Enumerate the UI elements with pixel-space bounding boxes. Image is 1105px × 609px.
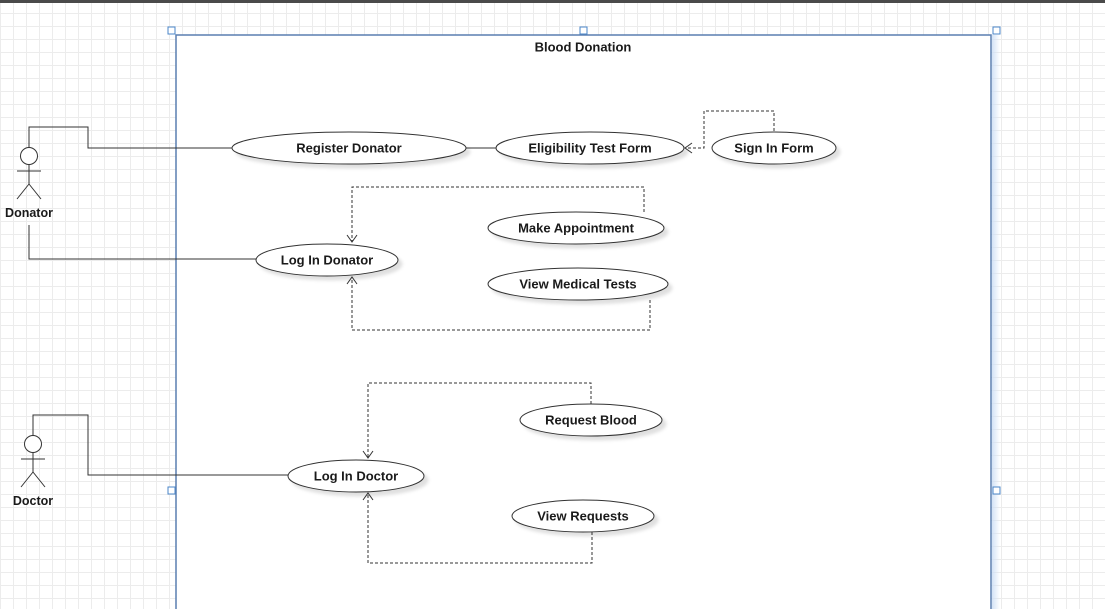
arrow-login-donator-bottom: [346, 276, 358, 285]
arrow-login-doctor-bottom: [362, 492, 374, 501]
use-case-log-in-donator-label: Log In Donator: [280, 252, 374, 268]
actor-donator-label: Donator: [5, 206, 53, 220]
use-case-sign-in-form-shape[interactable]: [711, 131, 837, 165]
use-case-view-medical-tests-shape[interactable]: [487, 267, 669, 301]
assoc-donator-login: [28, 225, 257, 260]
actor-doctor-label: Doctor: [12, 494, 54, 508]
use-case-log-in-donator-shape[interactable]: [255, 243, 399, 277]
handle-middle-right[interactable]: [992, 486, 1001, 495]
use-case-request-blood-label: Request Blood: [545, 412, 637, 428]
use-case-request-blood-shape[interactable]: [519, 403, 663, 437]
handle-top-left[interactable]: [167, 26, 176, 35]
arrowheads: [346, 142, 693, 501]
association-lines: [28, 126, 497, 476]
dep-request-login: [367, 382, 592, 458]
handle-top-right[interactable]: [992, 26, 1001, 35]
handle-middle-left[interactable]: [167, 486, 176, 495]
use-case-sign-in-form-label: Sign In Form: [734, 140, 814, 156]
use-case-log-in-doctor-label: Log In Doctor: [313, 468, 399, 484]
use-case-view-requests-label: View Requests: [537, 508, 629, 524]
use-case-view-medical-tests-label: View Medical Tests: [519, 276, 637, 292]
boundary-shadow: [992, 35, 1000, 609]
dep-appointment-login: [351, 186, 645, 242]
use-case-log-in-doctor-shape[interactable]: [287, 459, 425, 493]
use-case-view-requests-shape[interactable]: [511, 499, 655, 533]
dep-medical-login: [351, 277, 651, 331]
dep-viewreq-login: [367, 493, 593, 564]
use-case-make-appointment-label: Make Appointment: [518, 220, 634, 236]
dependency-lines: [351, 110, 775, 564]
use-case-make-appointment-shape[interactable]: [487, 211, 665, 245]
actor-donator-figure[interactable]: [16, 147, 42, 200]
selection-handles[interactable]: [167, 26, 1001, 495]
arrow-login-doctor-top: [362, 450, 374, 459]
top-toolbar-edge: [0, 0, 1105, 3]
arrow-eligibility: [684, 142, 693, 154]
use-case-register-donator-label: Register Donator: [296, 140, 402, 156]
arrow-login-donator-top: [346, 234, 358, 243]
use-case-ellipses: [231, 131, 837, 533]
use-case-eligibility-test-form-shape[interactable]: [495, 131, 685, 165]
use-case-eligibility-test-form-label: Eligibility Test Form: [528, 140, 652, 156]
use-case-register-donator-shape[interactable]: [231, 131, 467, 165]
handle-top-center[interactable]: [579, 26, 588, 35]
assoc-donator-register: [28, 126, 233, 149]
system-boundary-title: Blood Donation: [534, 39, 632, 55]
actor-doctor-figure[interactable]: [20, 435, 46, 488]
dep-signin-eligibility: [686, 110, 775, 149]
assoc-doctor-login: [32, 414, 289, 476]
